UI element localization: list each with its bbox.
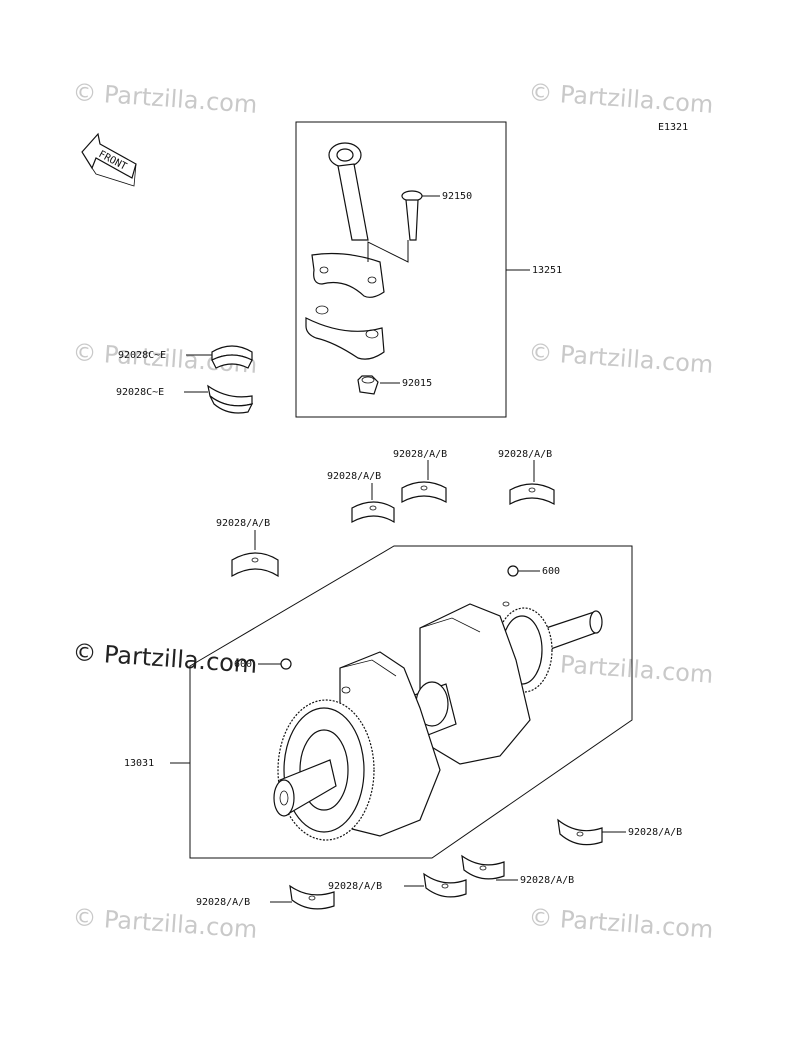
diagram-code: E1321 <box>658 122 688 133</box>
label-rod-bolt: 92150 <box>442 191 472 202</box>
rod-nut <box>357 375 379 395</box>
main-bearing-5 <box>557 818 603 846</box>
label-main-bearing-8: 92028/A/B <box>196 897 250 908</box>
watermark-6: © Partzilla.com <box>528 648 715 689</box>
main-bearing-6 <box>461 854 505 880</box>
rod-bearing-upper <box>211 345 253 369</box>
crankshaft-frame <box>189 545 633 859</box>
label-rod-nut: 92015 <box>402 378 432 389</box>
oil-marker-2 <box>280 658 292 670</box>
label-main-bearing-4: 92028/A/B <box>498 449 552 460</box>
watermark-4: © Partzilla.com <box>528 338 715 379</box>
main-bearing-2 <box>351 501 395 524</box>
label-main-bearing-6: 92028/A/B <box>520 875 574 886</box>
watermark-8: © Partzilla.com <box>528 903 715 944</box>
watermark-1: © Partzilla.com <box>72 78 259 119</box>
main-bearing-8 <box>289 884 335 910</box>
rod-bolt <box>401 190 423 241</box>
label-crankshaft: 13031 <box>124 758 154 769</box>
label-rod-bearing-1: 92028C~E <box>118 350 166 361</box>
label-rod-assy: 13251 <box>532 265 562 276</box>
label-oil-2: 600 <box>234 659 252 670</box>
label-main-bearing-2: 92028/A/B <box>327 471 381 482</box>
label-main-bearing-7: 92028/A/B <box>328 881 382 892</box>
rod-bolt-leader <box>367 240 409 263</box>
connecting-rod <box>311 142 385 298</box>
label-main-bearing-3: 92028/A/B <box>393 449 447 460</box>
crankshaft <box>273 601 603 841</box>
main-bearing-1 <box>231 552 279 578</box>
main-bearing-7 <box>423 872 467 898</box>
watermark-2: © Partzilla.com <box>528 78 715 119</box>
main-bearing-3 <box>401 481 447 504</box>
label-rod-bearing-2: 92028C~E <box>116 387 164 398</box>
watermark-7: © Partzilla.com <box>72 903 259 944</box>
main-bearing-4 <box>509 483 555 506</box>
rod-bearing-lower <box>207 384 254 414</box>
front-arrow-icon: FRONT <box>81 132 137 187</box>
oil-marker-1 <box>507 565 519 577</box>
label-main-bearing-1: 92028/A/B <box>216 518 270 529</box>
label-oil-1: 600 <box>542 566 560 577</box>
label-main-bearing-5: 92028/A/B <box>628 827 682 838</box>
watermark-5: © Partzilla.com <box>72 638 259 679</box>
connecting-rod-cap <box>305 305 385 360</box>
